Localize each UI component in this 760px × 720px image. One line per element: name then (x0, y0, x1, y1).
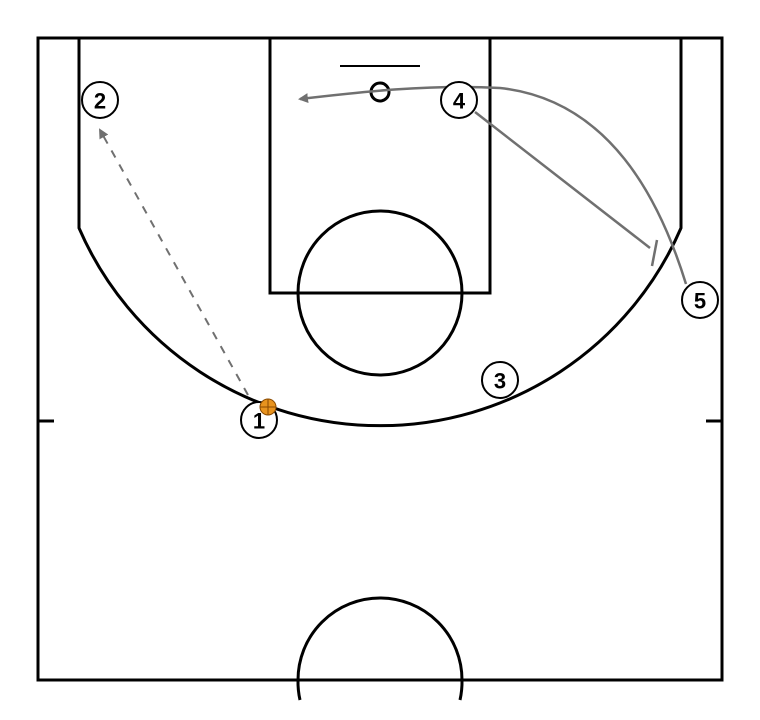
pass-1-to-2 (99, 128, 249, 396)
player-5-label: 5 (694, 289, 706, 314)
player-3-label: 3 (494, 369, 506, 394)
paint-lane (268, 36, 492, 295)
center-circle (296, 596, 464, 681)
three-point-line (77, 38, 683, 428)
player-2-label: 2 (94, 89, 106, 114)
player-1-label: 1 (253, 409, 265, 434)
player-4-label: 4 (453, 89, 466, 114)
center-circle-lower (296, 679, 302, 701)
player-2[interactable]: 2 (81, 81, 119, 119)
court-boundary (36, 36, 724, 682)
player-4[interactable]: 4 (440, 81, 478, 119)
screen-4 (474, 111, 651, 249)
player-5[interactable]: 5 (681, 281, 719, 319)
player-3[interactable]: 3 (481, 361, 519, 399)
basketball-icon (259, 398, 277, 416)
free-throw-circle (296, 209, 464, 377)
cut-5-to-rim (298, 85, 688, 285)
center-circle-lower-right (458, 679, 464, 701)
screen-4-bar (650, 239, 659, 267)
